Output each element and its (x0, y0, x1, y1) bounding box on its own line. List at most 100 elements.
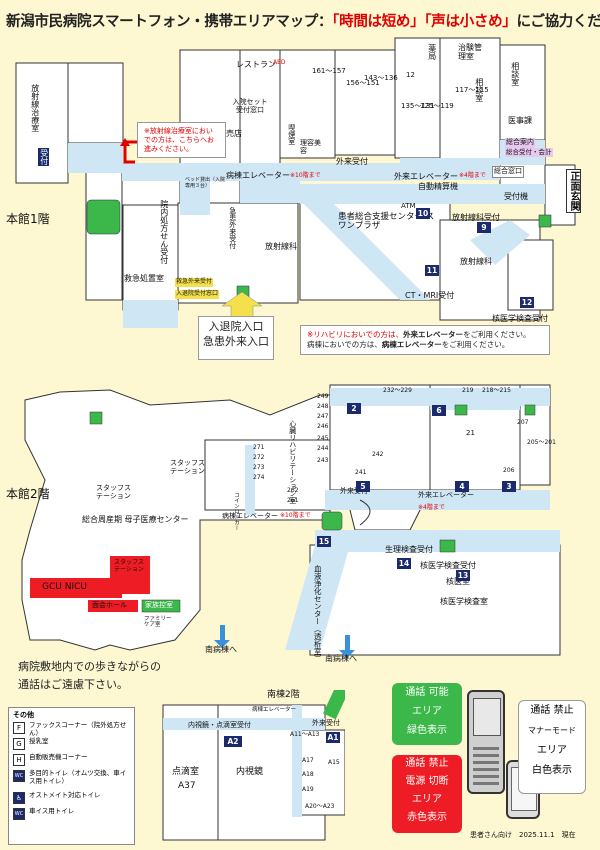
room-number-2f: 242 (372, 451, 384, 458)
staff-station-1: スタッフステーション (96, 484, 131, 500)
south-outpatient-reception: 外来受付 (312, 719, 340, 727)
floor1-label: 本館1階 (6, 212, 50, 226)
call-ok-line1: エリア (412, 706, 442, 717)
ostomate-toilet-icon: ♿ (13, 792, 25, 804)
automatic-payment-label: 自動精算機 (418, 182, 458, 191)
walking-notice-line-2: 通話はご遠慮下さい。 (18, 677, 128, 691)
room-number-2f: 261 (287, 497, 299, 504)
wheelchair-toilet-icon: WC (13, 808, 25, 820)
admission-set-reception: 入院セット受付窓口 (232, 98, 268, 114)
atm-label: ATM (401, 202, 416, 210)
room-number-2f: 273 (253, 464, 265, 471)
room-number-2f: 243 (317, 457, 329, 464)
ct-mri-label: CT・MRI受付 (405, 291, 455, 300)
emergency-admission-reception: 救急外来受付 (175, 278, 214, 287)
south-ward-elevator: 病棟エレベーター (252, 707, 297, 713)
call-ng-header1: 通話 禁止 (405, 758, 449, 769)
admin-office-label: 治験管理室 (458, 43, 482, 61)
gcu-nicu-label: GCU NICU (42, 582, 87, 592)
legend-row: F ファックスコーナー（院外処方せん） (9, 721, 134, 738)
room-number-2f: 248 (317, 403, 329, 410)
radiation-note-text: ※放射線治療室においでの方は、こちらへお進みください。 (144, 127, 214, 153)
emergency-out-reception-label: 急患外来受付 (228, 207, 237, 249)
legend-row: ♿ オストメイト対応トイレ (9, 791, 134, 808)
notice-2-bold: 病棟エレベーター (381, 340, 442, 350)
room-number-2f: 247 (317, 413, 329, 420)
legend-label: 授乳室 (29, 737, 49, 745)
call-ng-line1: エリア (412, 794, 442, 805)
nuclear-room-label: 核医学検査室 (440, 597, 488, 606)
notice-line-2: 病棟においでの方は、病棟エレベーターをご利用ください。 (307, 340, 543, 350)
call-ok-line2: 緑色表示 (407, 725, 447, 736)
admission-reception-window: 入退院受付窓口 (175, 290, 220, 299)
restaurant-label: レストラン (236, 60, 276, 69)
room-number: 156～151 (346, 79, 380, 87)
room-number: 135～131 (401, 102, 435, 110)
outpatient-elevator-note: ※4階まで (459, 172, 486, 179)
notice-1-bold: 外来エレベーター (403, 330, 464, 339)
room-badge-9: 9 (477, 222, 491, 233)
ward-elevator-note: ※10階まで (290, 172, 321, 179)
call-ng-header2: 電源 切断 (405, 776, 449, 787)
south-badge-a1: A1 (326, 732, 340, 743)
endoscopy-reception: 内視鏡・点滴室受付 (188, 721, 251, 729)
room-number-2f: 245 (317, 435, 329, 442)
room-badge-10: 10 (416, 208, 430, 219)
room-number: 125～119 (420, 102, 454, 110)
room-number: 161～157 (312, 67, 346, 75)
legend-label: 多目的トイレ（オムツ交換、車イス用トイレ） (29, 769, 127, 785)
bed-loan-label: ベッド貸出（入院専用３台） (185, 177, 226, 189)
multipurpose-toilet-icon: WC (13, 770, 25, 782)
room-badge-2f-6: 6 (432, 405, 446, 416)
room-number-2f: 271 (253, 444, 265, 451)
room-badge-11: 11 (425, 265, 439, 276)
south-room-a18: A18 (302, 771, 314, 778)
nuclear-reception-2f: 核医学検査受付 (420, 561, 476, 570)
cardiac-rehab-label: 心臓リハビリテーション室 (288, 420, 297, 504)
room-number-2f: 246 (317, 423, 329, 430)
manner-line2: 白色表示 (532, 765, 572, 776)
room-badge-2f-13: 13 (456, 570, 470, 581)
room-number: 117～115 (455, 86, 489, 94)
south-room-a15: A15 (328, 759, 340, 766)
notice-1-prefix: ※リハビリにおいでの方は、 (307, 330, 404, 339)
call-ng-box: 通話 禁止 電源 切断 エリア 赤色表示 (392, 755, 462, 833)
aed-floor1: AED (273, 59, 286, 66)
patient-support-center-label: 患者総合支援センター スワンプラザ (338, 212, 435, 232)
room-number-2f: 244 (317, 445, 329, 452)
room-number-2f: 274 (253, 474, 265, 481)
radiation-reception-label: 受付 (38, 148, 49, 166)
notice-line-1: ※リハビリにおいでの方は、外来エレベーターをご利用ください。 (307, 330, 543, 340)
room-number-2f: 21 (466, 429, 475, 437)
south-room-a11: A11～A13 (290, 731, 320, 738)
outpatient-reception-2f: 外来受付 (340, 487, 368, 495)
room-badge-2f-15: 15 (317, 536, 331, 547)
floor2-label: 本館2階 (6, 487, 50, 501)
legend-label: オストメイト対応トイレ (29, 791, 101, 799)
room-badge-2f-2: 2 (347, 403, 361, 414)
room-badge-12: 12 (520, 297, 534, 308)
south-floor2-map (162, 690, 345, 841)
radiology-reception-label: 放射線科受付 (452, 213, 500, 222)
entrance-line-1: 入退院入口 (208, 320, 264, 333)
endoscopy-room: 内視鏡 (236, 767, 264, 777)
family-hall-label: 面会ホール (92, 601, 127, 609)
floor1-map (15, 37, 576, 328)
room-number-2f: 262 (287, 487, 299, 494)
walking-notice: 病院敷地内での歩きながらの 通話はご遠慮下さい。 (18, 658, 161, 693)
walking-notice-line-1: 病院敷地内での歩きながらの (18, 660, 161, 673)
legend-title: その他 (13, 711, 34, 719)
shop-label: 売店 (226, 129, 242, 138)
emergency-care-label: 救急処置室 (124, 274, 164, 283)
room-number-2f: 206 (503, 467, 515, 474)
manner-header1: 通話 禁止 (530, 705, 574, 716)
fax-icon: F (13, 722, 25, 734)
title-prefix: 新潟市民病院スマートフォン・携帯エリアマップ： (6, 14, 333, 30)
smoking-room-label: 喫煙室 (287, 124, 296, 145)
outpatient-reception-label-1: 外来受付 (336, 157, 368, 166)
room-badge-2f-5: 5 (356, 481, 370, 492)
south-link-2: 南病棟へ (325, 654, 357, 663)
legend-label: ファックスコーナー（院外処方せん） (29, 721, 127, 737)
